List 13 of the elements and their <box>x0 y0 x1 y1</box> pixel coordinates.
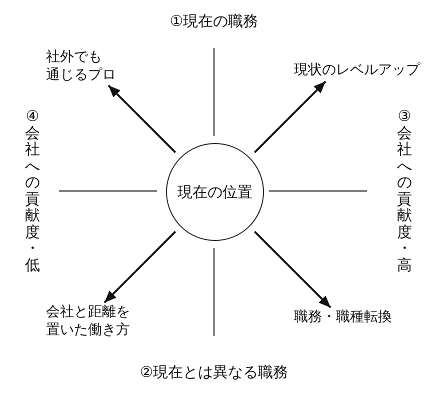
option-text: 職務・職種転換 <box>294 309 392 326</box>
axis-label: ④会社への貢献度・低 <box>25 108 40 273</box>
option-text: 現状のレベルアップ <box>294 62 420 80</box>
arrow <box>254 80 326 154</box>
axis-label: ①現在の職務 <box>170 12 258 30</box>
arrow <box>254 230 332 308</box>
circle-node: 現在の位置 <box>166 143 264 241</box>
arrow <box>104 230 176 304</box>
option-text: 社外でも通じるプロ <box>46 49 116 84</box>
axis-label: ②現在とは異なる職務 <box>140 363 288 381</box>
arrow <box>108 84 176 154</box>
axis-label: ③会社への貢献度・高 <box>397 108 412 273</box>
option-text: 会社と距離を置いた働き方 <box>46 304 130 339</box>
